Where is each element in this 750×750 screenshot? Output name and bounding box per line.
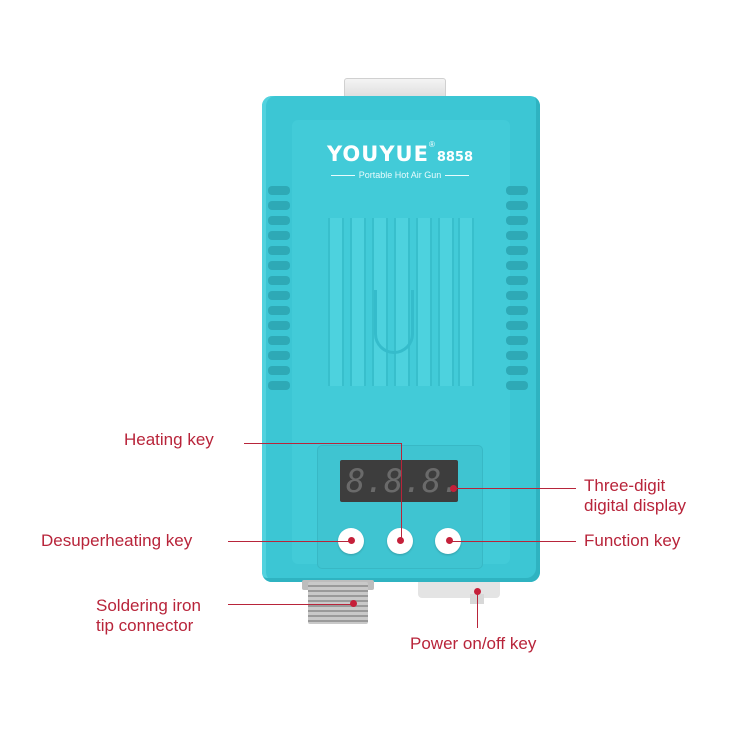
soldering-iron-connector[interactable]: [308, 582, 368, 624]
digit-3: 8.: [422, 462, 461, 500]
three-digit-display: 8. 8. 8.: [340, 460, 461, 502]
label-heating-key: Heating key: [124, 430, 214, 449]
function-dot: [446, 537, 453, 544]
label-display-line2: digital display: [584, 496, 687, 515]
desuperheating-leader: [228, 541, 352, 542]
display-dot: [450, 485, 457, 492]
digit-2: 8.: [384, 462, 423, 500]
desuperheating-dot: [348, 537, 355, 544]
model-number: 8858: [436, 150, 474, 165]
right-vents: [506, 186, 528, 390]
heating-key-dot: [397, 537, 404, 544]
power-leader: [477, 592, 478, 628]
brand-logo: YOUYUE®8858: [300, 140, 500, 166]
label-power-key: Power on/off key: [410, 634, 537, 653]
display-leader: [454, 488, 576, 489]
heating-key-leader: [244, 443, 402, 444]
label-connector-line2: tip connector: [96, 616, 194, 635]
heating-key-leader-vertical: [401, 443, 402, 541]
connector-dot: [350, 600, 357, 607]
tagline: Portable Hot Air Gun: [300, 170, 500, 180]
registered-mark: ®: [428, 140, 435, 149]
power-switch[interactable]: [418, 582, 500, 598]
brand-name: YOUYUE: [326, 142, 429, 166]
connector-leader: [228, 604, 354, 605]
label-connector-line1: Soldering iron: [96, 596, 201, 615]
left-vents: [268, 186, 290, 390]
power-dot: [474, 588, 481, 595]
label-display-line1: Three-digit: [584, 476, 666, 495]
label-desuperheating-key: Desuperheating key: [41, 531, 193, 550]
digit-1: 8.: [346, 462, 385, 500]
label-function-key: Function key: [584, 531, 681, 550]
u-logo-icon: [374, 290, 414, 354]
function-leader: [450, 541, 576, 542]
